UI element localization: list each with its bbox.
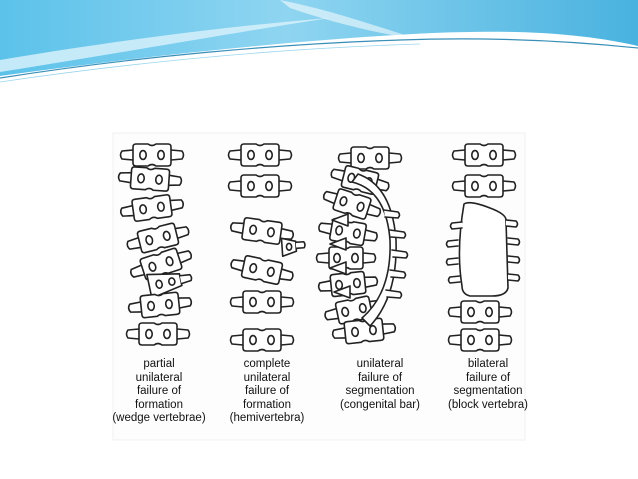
col4-vertebra [451,174,517,198]
col4-vertebra [451,143,517,167]
col1-vertebra [117,166,183,192]
vertebral-anomaly-diagram [117,143,521,352]
caption-line: segmentation [453,385,523,398]
col4-vertebra [447,300,513,324]
col1-vertebra [125,322,191,346]
col3-vertebra [318,217,378,247]
header-swoosh [0,0,638,83]
caption-line: formation [243,398,291,411]
caption-line: complete [243,358,291,370]
col2-vertebra [230,255,294,285]
caption-line: formation [135,398,183,411]
col2-hemivertebra [280,237,306,258]
col2-vertebra [227,143,293,167]
col2-vertebra [229,290,295,314]
col2-vertebra [229,217,295,245]
col1-wedge-vertebra [146,273,193,299]
col1-vertebra [126,222,190,254]
col3-vertebra [331,317,397,345]
caption-line: (hemivertebra) [229,412,305,425]
caption-line: failure of [357,371,403,384]
caption-line: segmentation [345,385,415,398]
col2-vertebra [227,174,293,198]
caption-line: unilateral [135,371,183,384]
caption-line: (block vertebra) [448,398,528,411]
col4-block-vertebra [445,201,521,297]
col1-vertebra [119,194,185,222]
caption-line: unilateral [243,371,291,384]
caption-line: unilateral [356,358,404,370]
caption-line: failure of [136,385,182,398]
col3-vertebra [322,188,382,220]
col1-vertebra [119,143,185,167]
caption-line: partial [143,358,175,370]
col2-vertebra [229,328,295,352]
caption-line: failure of [244,385,290,398]
caption-line: failure of [465,371,511,384]
caption-line: (wedge vertebrae) [112,412,206,425]
col4-vertebra [447,328,513,352]
col1-vertebra [127,291,193,319]
col1-vertebra [129,247,193,281]
caption-line: bilateral [467,358,509,370]
caption-line: (congenital bar) [340,398,420,411]
col3-congenital-bar [329,173,409,327]
